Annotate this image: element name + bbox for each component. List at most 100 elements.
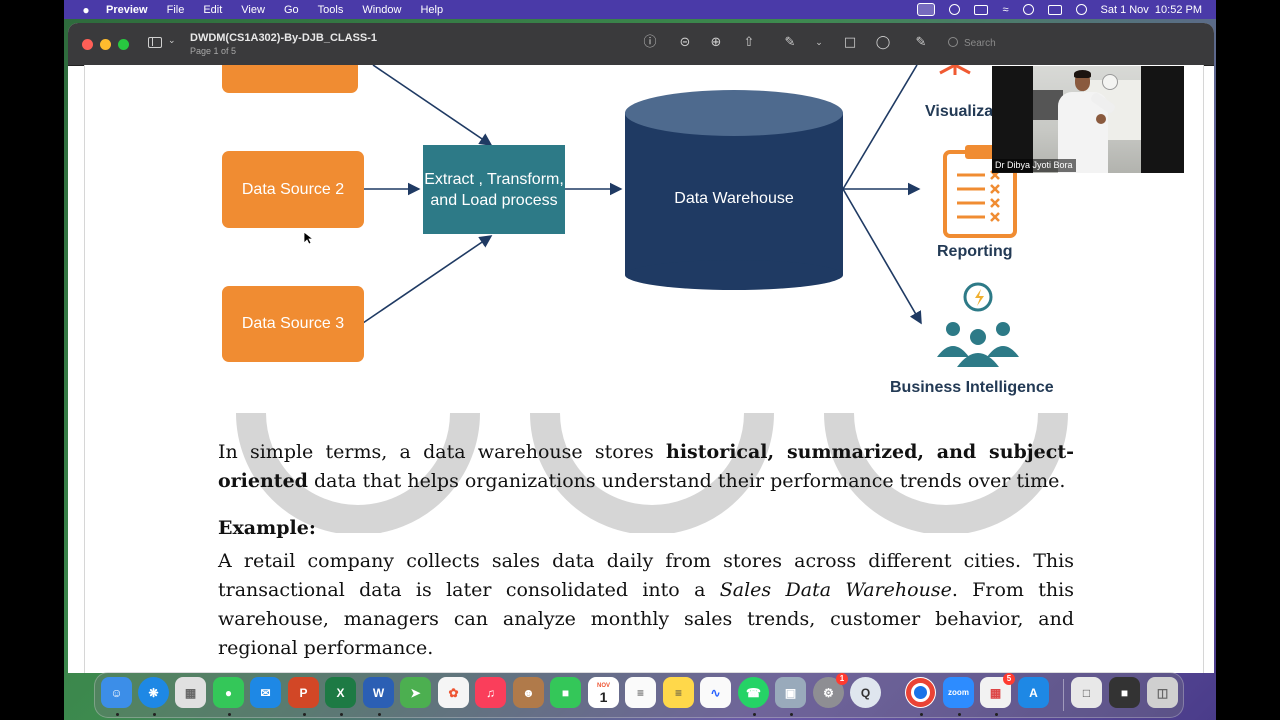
calendar-month: NOV <box>596 682 610 689</box>
menu-file[interactable]: File <box>166 3 185 16</box>
downloads-stack-icon[interactable]: □ <box>1071 677 1102 708</box>
notes-icon[interactable]: ≡ <box>663 677 694 708</box>
messages-icon[interactable]: ● <box>213 677 244 708</box>
page-indicator: Page 1 of 5 <box>190 46 237 56</box>
finder-icon[interactable]: ☺ <box>101 677 132 708</box>
data-source-2-box: Data Source 2 <box>222 151 364 228</box>
teams-badge: 5 <box>1003 673 1015 685</box>
close-button[interactable] <box>82 39 93 50</box>
trash-icon[interactable]: ◫ <box>1147 677 1178 708</box>
maps-icon[interactable]: ➤ <box>400 677 431 708</box>
zoom-app-icon[interactable]: zoom <box>943 677 974 708</box>
example-text-italic: Sales Data Warehouse <box>719 579 952 601</box>
example-text-2: . From this warehouse, managers can anal… <box>218 579 1074 659</box>
menubar-clock[interactable]: Sat 1 Nov 10:52 PM <box>1100 3 1203 16</box>
menu-go[interactable]: Go <box>283 3 299 16</box>
zoom-out-icon[interactable]: ⊝ <box>679 35 691 50</box>
arrow-source1-etl <box>372 65 493 146</box>
chrome-icon[interactable] <box>905 677 936 708</box>
chrome-running-dot <box>920 713 923 716</box>
whatsapp-running-dot <box>753 713 756 716</box>
contacts-icon[interactable]: ☻ <box>513 677 544 708</box>
photos-icon[interactable]: ✿ <box>438 677 469 708</box>
markup-toolbar-icon[interactable]: ✎ <box>915 35 927 50</box>
whatsapp-icon[interactable]: ☎ <box>738 677 769 708</box>
video-thumbnail[interactable]: Dr Dibya Jyoti Bora <box>992 66 1184 173</box>
search-field[interactable]: Search <box>948 34 1078 54</box>
watermark-arcs <box>236 413 1068 533</box>
excel-icon[interactable]: X <box>325 677 356 708</box>
zoom-button[interactable] <box>118 39 129 50</box>
freeform-icon[interactable]: ∿ <box>700 677 731 708</box>
data-source-2-label: Data Source 2 <box>241 180 345 198</box>
menu-help[interactable]: Help <box>420 3 444 16</box>
markup-chevron-icon[interactable]: ⌄ <box>815 38 823 48</box>
menu-window[interactable]: Window <box>362 3 402 16</box>
visualization-label: Visualiza <box>925 103 994 120</box>
business-intelligence-label: Business Intelligence <box>890 379 1054 396</box>
summary-paragraph: In simple terms, a data warehouse stores… <box>218 438 1074 496</box>
search-icon <box>948 37 958 47</box>
menu-tools[interactable]: Tools <box>317 3 344 16</box>
quicktime-icon[interactable]: Q <box>850 677 881 708</box>
play-icon[interactable] <box>949 4 961 15</box>
document-title: DWDM(CS1A302)-By-DJB_CLASS-1 <box>190 32 378 44</box>
info-icon[interactable]: ⓘ <box>643 35 657 50</box>
participant-name: Dr Dibya Jyoti Bora <box>992 159 1076 172</box>
battery-icon[interactable] <box>974 4 989 15</box>
apple-menu-icon[interactable]: ● <box>82 2 90 17</box>
zoom-in-icon[interactable]: ⊕ <box>710 35 722 50</box>
launchpad-icon[interactable]: ▦ <box>175 677 206 708</box>
highlight-icon[interactable]: ◯ <box>875 35 891 50</box>
facetime-icon[interactable]: ■ <box>550 677 581 708</box>
safari-icon[interactable]: ❋ <box>138 677 169 708</box>
mail-icon[interactable]: ✉ <box>250 677 281 708</box>
word-icon[interactable]: W <box>363 677 394 708</box>
music-icon[interactable]: ♫ <box>475 677 506 708</box>
data-warehouse-label: Data Warehouse <box>674 190 794 207</box>
finder-running-dot <box>116 713 119 716</box>
wall-clock-icon <box>1102 74 1118 90</box>
recent-window-icon[interactable]: ■ <box>1109 677 1140 708</box>
calendar-icon[interactable]: NOV 1 <box>588 677 619 708</box>
markup-pen-icon[interactable]: ✎ <box>784 35 796 50</box>
powerpoint-running-dot <box>303 713 306 716</box>
menu-edit[interactable]: Edit <box>203 3 223 16</box>
minimize-button[interactable] <box>100 39 111 50</box>
excel-running-dot <box>340 713 343 716</box>
dock-separator <box>1063 679 1064 711</box>
visualization-icon <box>939 65 971 75</box>
window-toolbar: ⌄ DWDM(CS1A302)-By-DJB_CLASS-1 Page 1 of… <box>68 23 1214 66</box>
app-menu[interactable]: Preview <box>106 3 148 16</box>
siri-icon[interactable] <box>1075 4 1087 15</box>
chevron-down-icon[interactable]: ⌄ <box>168 36 176 46</box>
settings-badge: 1 <box>836 673 848 685</box>
powerpoint-icon[interactable]: P <box>288 677 319 708</box>
spotlight-icon[interactable] <box>1022 4 1034 15</box>
data-warehouse-cylinder <box>625 90 843 290</box>
reporting-clipboard-icon <box>943 145 1017 238</box>
control-center-icon[interactable] <box>1047 4 1062 15</box>
system-settings-icon[interactable]: ⚙1 <box>813 673 848 708</box>
business-intelligence-icon <box>937 282 1019 367</box>
example-paragraph: A retail company collects sales data dai… <box>218 547 1074 663</box>
app-store-icon[interactable]: A <box>1018 677 1049 708</box>
presenter-hand <box>1096 114 1106 124</box>
calendar-day: 1 <box>599 688 608 705</box>
share-icon[interactable]: ⇧ <box>743 35 755 50</box>
reminders-icon[interactable]: ≡ <box>625 677 656 708</box>
wifi-icon[interactable]: ≈ <box>1002 3 1009 16</box>
document-page[interactable]: Data Source 2 Data Source 3 Extract , Tr… <box>84 65 1204 673</box>
teams-running-dot <box>995 713 998 716</box>
preview-app-icon[interactable]: ▣ <box>775 677 806 708</box>
menu-view[interactable]: View <box>241 3 265 16</box>
teams-icon[interactable]: ▦5 <box>980 673 1015 708</box>
summary-text-1: In simple terms, a data warehouse stores <box>218 441 667 463</box>
screen-share-icon[interactable] <box>917 3 936 16</box>
messages-running-dot <box>228 713 231 716</box>
rotate-icon[interactable]: □ <box>843 35 857 50</box>
arrow-warehouse-visualization <box>842 65 918 190</box>
search-placeholder: Search <box>964 38 996 49</box>
arrow-warehouse-bi <box>842 188 922 325</box>
sidebar-toggle-icon[interactable] <box>148 37 162 48</box>
